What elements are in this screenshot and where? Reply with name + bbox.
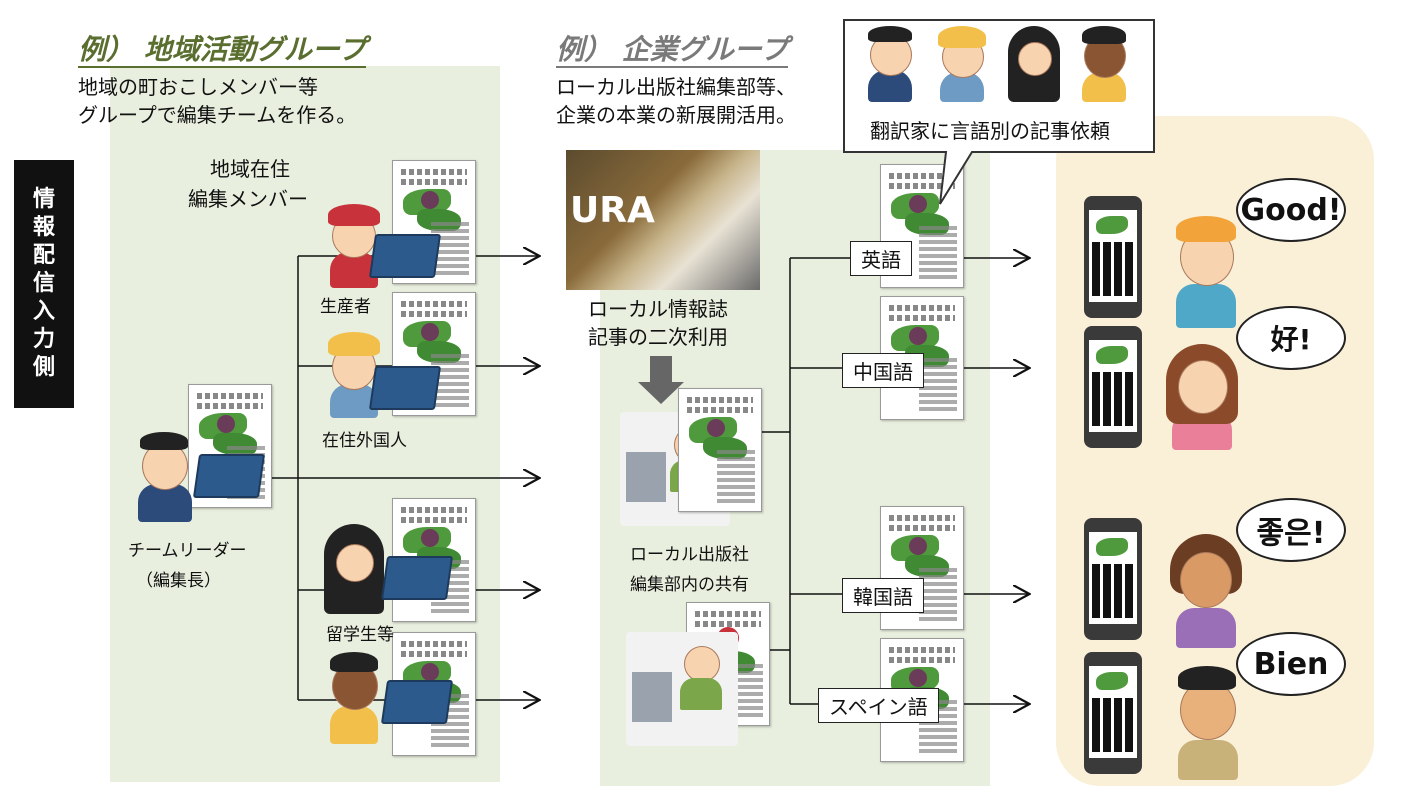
member-role: 在住外国人 xyxy=(322,431,407,451)
smartphone-icon xyxy=(1084,518,1142,640)
translator-icon xyxy=(934,24,990,104)
language-label: 英語 xyxy=(850,241,912,276)
side-char: 入 xyxy=(32,299,55,324)
reaction-bubble: 좋은! xyxy=(1236,498,1346,562)
language-label: 韓国語 xyxy=(842,578,924,613)
company-heading: 例） 企業グループ xyxy=(556,33,789,68)
magazine-caption-2: 記事の二次利用 xyxy=(588,325,728,349)
reaction-bubble: 好! xyxy=(1236,306,1346,370)
laptop-icon xyxy=(380,556,454,600)
side-label: 情 報 配 信 入 力 側 xyxy=(14,160,74,408)
language-label: スペイン語 xyxy=(818,688,939,723)
magazine-title: URA xyxy=(570,190,655,231)
side-char: 報 xyxy=(32,215,55,240)
smartphone-icon xyxy=(1084,652,1142,774)
members-label-2: 編集メンバー xyxy=(188,187,308,211)
laptop-icon xyxy=(192,454,266,498)
reader-icon xyxy=(1160,338,1244,450)
student-icon xyxy=(322,522,386,616)
community-desc-1: 地域の町おこしメンバー等 xyxy=(78,75,318,99)
office-caption-2: 編集部内の共有 xyxy=(630,575,749,595)
article-document xyxy=(392,498,476,622)
side-char: 配 xyxy=(32,243,55,268)
leader-label-2: （編集長） xyxy=(136,571,221,591)
translator-icon xyxy=(862,24,918,104)
translator-callout-text: 翻訳家に言語別の記事依頼 xyxy=(870,119,1110,143)
translator-icon xyxy=(1076,24,1132,104)
side-char: 情 xyxy=(32,187,55,212)
smartphone-icon xyxy=(1084,196,1142,318)
translator-callout-shape xyxy=(843,19,1155,205)
translator-icon xyxy=(1006,24,1062,104)
language-label: 中国語 xyxy=(842,353,924,388)
magazine-caption-1: ローカル情報誌 xyxy=(588,297,728,321)
side-char: 力 xyxy=(32,327,55,352)
student-icon xyxy=(322,648,386,744)
community-heading: 例） 地域活動グループ xyxy=(78,33,367,68)
laptop-icon xyxy=(380,680,454,724)
laptop-icon xyxy=(368,234,442,278)
member-role: 留学生等 xyxy=(326,625,394,645)
leader-label-1: チームリーダー xyxy=(128,541,247,561)
article-document xyxy=(678,388,762,512)
side-char: 側 xyxy=(32,355,55,380)
reaction-bubble: Bien xyxy=(1236,632,1346,696)
resident-foreigner-icon xyxy=(322,328,386,418)
reader-icon xyxy=(1164,528,1248,648)
laptop-icon xyxy=(368,366,442,410)
office-caption-1: ローカル出版社 xyxy=(630,545,749,565)
team-leader-icon xyxy=(130,426,200,522)
smartphone-icon xyxy=(1084,326,1142,448)
side-char: 信 xyxy=(32,271,55,296)
company-desc-1: ローカル出版社編集部等、 xyxy=(556,75,796,99)
members-label-1: 地域在住 xyxy=(210,157,290,181)
company-desc-2: 企業の本業の新展開活用。 xyxy=(556,103,796,127)
member-role: 生産者 xyxy=(320,297,371,317)
community-desc-2: グループで編集チームを作る。 xyxy=(78,103,357,127)
office-scene-icon xyxy=(626,632,738,746)
reader-icon xyxy=(1166,660,1250,780)
reaction-bubble: Good! xyxy=(1236,178,1346,242)
reader-icon xyxy=(1166,208,1246,328)
magazine-photo: URA xyxy=(566,150,760,290)
